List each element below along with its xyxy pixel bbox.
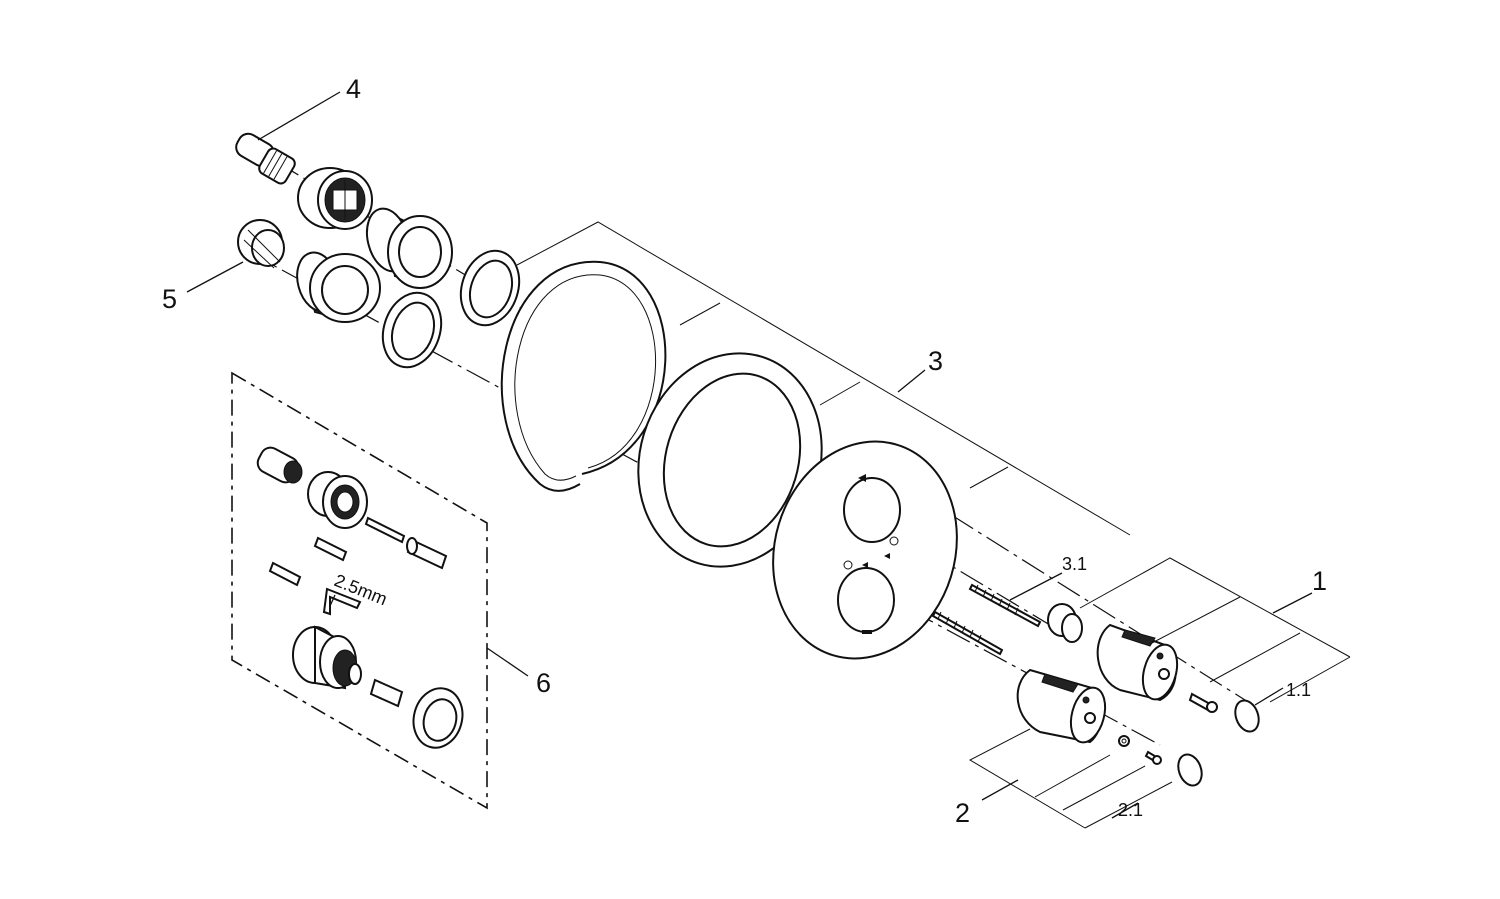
screw-2 — [1144, 750, 1162, 765]
cover-plate-disk — [772, 440, 958, 660]
sleeve-5 — [296, 251, 381, 323]
leader-4 — [257, 91, 341, 141]
leader-lines — [186, 91, 1351, 829]
handle-2-lever — [1041, 673, 1079, 693]
leader-6 — [486, 647, 529, 677]
adapter-3-1 — [1047, 603, 1083, 643]
leader-3 — [897, 369, 926, 393]
cover-plate — [772, 440, 958, 660]
bracket-1-top — [1079, 557, 1351, 658]
service-kit-6 — [231, 371, 488, 810]
callout-2: 2 — [955, 798, 970, 828]
adapter-ring-4 — [297, 167, 373, 230]
kit-oring — [412, 687, 464, 749]
kit-cartridge-upper — [256, 446, 303, 484]
cartridge-5 — [237, 219, 285, 269]
oring-lower-inner — [390, 301, 436, 361]
cover-plate-upper-hole — [843, 477, 901, 543]
split-ring — [500, 260, 667, 492]
handle-1 — [1096, 623, 1179, 702]
bracket-2-bottom — [968, 728, 1086, 829]
callout-4: 4 — [346, 74, 361, 104]
callout-3-1: 3.1 — [1062, 554, 1087, 574]
leader-2-1 — [1111, 802, 1139, 819]
oring-upper — [459, 249, 521, 327]
cover-plate-flow-marker-icon — [858, 474, 866, 482]
cover-plate-screw-hole-right — [889, 536, 899, 546]
rosette-inner — [662, 372, 802, 548]
leader-hex-key — [329, 594, 336, 607]
cap-1-1 — [1234, 699, 1260, 733]
upper-right-axis-line — [879, 469, 1246, 701]
oring-lower — [381, 291, 443, 369]
split-ring-outer — [500, 260, 667, 492]
kit-adapter-ring — [307, 471, 368, 529]
callout-6: 6 — [536, 668, 551, 698]
sleeve-4 — [365, 207, 453, 289]
sleeve-4-bore — [398, 226, 442, 278]
long-screw-lower — [931, 610, 1004, 656]
long-screw-upper — [968, 583, 1042, 628]
handle-1-lever — [1121, 629, 1156, 647]
hex-key-size-label: 2.5mm — [332, 570, 391, 609]
callout-3: 3 — [928, 346, 943, 376]
leader-2 — [981, 779, 1019, 801]
screws-3-1 — [931, 583, 1042, 656]
rosette-ring — [637, 352, 823, 568]
cap-1-1-disk — [1234, 699, 1260, 733]
leader-3-1 — [1009, 572, 1063, 601]
cartridge-4-spline — [258, 147, 296, 185]
kit-spindle — [364, 516, 448, 570]
cap-2-1-disk — [1177, 753, 1203, 787]
service-kit-frame — [231, 371, 488, 810]
kit-valve-cartridge — [292, 625, 362, 690]
cover-plate-screw-hole-left — [843, 560, 853, 570]
cartridge-4 — [235, 132, 296, 185]
callout-2-1: 2.1 — [1118, 800, 1143, 820]
split-ring-inner — [514, 274, 657, 481]
screw-1 — [1188, 692, 1218, 713]
leader-1-1 — [1254, 687, 1284, 706]
kit-pin-lower — [268, 561, 302, 587]
washer-2 — [1118, 735, 1130, 747]
kit-pin-upper — [313, 536, 348, 562]
leader-5 — [186, 261, 244, 293]
kit-sleeve — [369, 678, 404, 708]
leader-1 — [1272, 592, 1313, 614]
handle-2 — [1016, 668, 1107, 744]
hex-key-icon — [322, 587, 362, 616]
oring-upper-inner — [468, 259, 514, 319]
adapter-3-1-spline — [1061, 613, 1083, 643]
cover-plate-arrow-icons — [862, 553, 890, 568]
bracket-3-top — [516, 221, 1131, 536]
callout-labels: 4 5 3 3.1 1 1.1 6 2 2.1 2.5mm — [162, 74, 1327, 828]
cover-plate-logo-icon — [862, 630, 872, 634]
callout-1-1: 1.1 — [1286, 680, 1311, 700]
sleeve-5-bore — [321, 265, 369, 315]
cover-plate-lower-hole — [837, 567, 895, 633]
callout-1: 1 — [1312, 566, 1327, 596]
callout-5: 5 — [162, 284, 177, 314]
cap-2-1 — [1177, 753, 1203, 787]
